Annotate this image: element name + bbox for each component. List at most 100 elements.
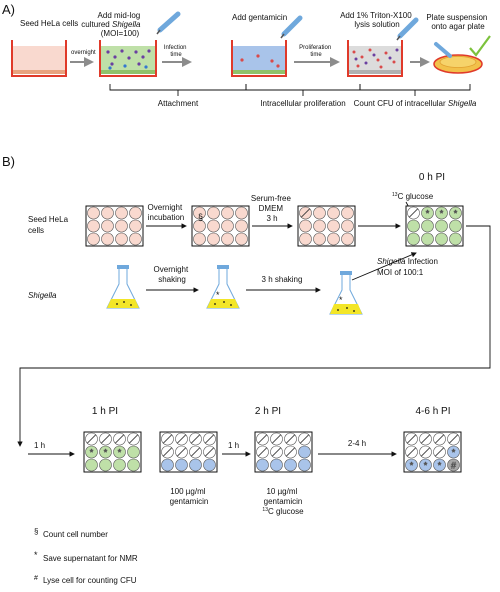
plate-well bbox=[235, 219, 248, 233]
plate-gent-100 bbox=[159, 431, 218, 473]
legend-symbol: # bbox=[34, 575, 38, 582]
seed-hela-cells-label: Seed HeLa cells bbox=[28, 215, 70, 235]
infection-time-label: Infection time bbox=[164, 45, 188, 58]
plate-well bbox=[419, 458, 432, 472]
plate-well bbox=[99, 445, 112, 459]
plate-well bbox=[129, 232, 142, 246]
plate-zero-h: *** bbox=[405, 205, 464, 247]
flask-overnight bbox=[106, 265, 140, 309]
empty-well-slash bbox=[407, 434, 416, 444]
plate-two-h bbox=[254, 431, 313, 473]
overnight-incubation-label: Overnight incubation bbox=[148, 203, 185, 222]
plate-well bbox=[175, 458, 188, 472]
infection-arrow bbox=[351, 252, 417, 281]
empty-well-slash bbox=[409, 208, 418, 218]
overnight-shaking-label: Overnight shaking bbox=[154, 265, 191, 284]
step-1h-arrow-a: 1 h bbox=[28, 441, 75, 457]
panel-b-label: B) bbox=[2, 154, 15, 169]
empty-well-slash bbox=[286, 447, 295, 457]
plate-well bbox=[327, 232, 340, 246]
plate-well bbox=[129, 219, 142, 233]
plate-well bbox=[193, 232, 206, 246]
empty-well-slash bbox=[163, 447, 172, 457]
plate-well bbox=[298, 458, 311, 472]
plate-well bbox=[207, 232, 220, 246]
plate-well bbox=[341, 219, 354, 233]
plate-one-h: *** bbox=[83, 431, 142, 473]
empty-well-slash bbox=[115, 434, 124, 444]
plate-well bbox=[189, 458, 202, 472]
dish-lysis bbox=[347, 17, 419, 77]
plate-well bbox=[447, 458, 460, 472]
step-2-4h-arrow: 2-4 h bbox=[318, 439, 397, 457]
plate-well bbox=[129, 206, 142, 220]
well-star-mark: * bbox=[440, 209, 444, 219]
dish-infected bbox=[99, 11, 181, 77]
add-gentamicin-label: Add gentamicin bbox=[232, 13, 287, 22]
empty-well-slash bbox=[258, 434, 267, 444]
shigella-infection-label: Shigella Infection bbox=[377, 257, 438, 266]
plate-serum-free bbox=[297, 205, 356, 247]
two-h-pi-label: 2 h PI bbox=[255, 406, 281, 417]
three-h-shaking-arrow: 3 h shaking bbox=[246, 275, 321, 293]
empty-well-slash bbox=[191, 447, 200, 457]
overnight-label: overnight bbox=[71, 50, 96, 56]
plate-well bbox=[203, 458, 216, 472]
plate-hela-counted: § bbox=[191, 205, 250, 247]
legend-item-section: § Count cell number bbox=[34, 527, 108, 539]
three-h-shaking-label: 3 h shaking bbox=[262, 275, 303, 284]
plate-hela bbox=[85, 205, 144, 247]
empty-well-slash bbox=[191, 434, 200, 444]
plate-well bbox=[115, 219, 128, 233]
plate-well bbox=[193, 206, 206, 220]
empty-well-slash bbox=[258, 447, 267, 457]
count-cfu-label: Count CFU of intracellular Shigella bbox=[354, 99, 477, 108]
plate-well bbox=[341, 206, 354, 220]
gent-10-label: 10 µg/ml gentamicin bbox=[264, 487, 303, 506]
plate-well bbox=[449, 206, 462, 220]
plate-well bbox=[433, 458, 446, 472]
flask-star: * bbox=[216, 290, 220, 300]
panel-a-label: A) bbox=[2, 2, 15, 17]
empty-well-slash bbox=[300, 434, 309, 444]
well-star-mark: * bbox=[90, 448, 94, 458]
well-star-mark: * bbox=[438, 461, 442, 471]
proliferation-time-label: Proliferation time bbox=[299, 45, 333, 58]
step-1h-arrow-b: 1 h bbox=[222, 441, 251, 457]
plate-well bbox=[221, 206, 234, 220]
shigella-label: Shigella bbox=[28, 291, 57, 300]
plate-well bbox=[221, 232, 234, 246]
plate-well bbox=[327, 219, 340, 233]
plate-well bbox=[299, 219, 312, 233]
well-star-mark: * bbox=[424, 461, 428, 471]
intracellular-proliferation-label: Intracellular proliferation bbox=[260, 99, 345, 108]
plate-well bbox=[207, 219, 220, 233]
step-1h-label-a: 1 h bbox=[34, 441, 45, 450]
empty-well-slash bbox=[286, 434, 295, 444]
plate-four-six-h: ****# bbox=[403, 431, 462, 473]
plate-well bbox=[313, 206, 326, 220]
legend-text: Lyse cell for counting CFU bbox=[43, 576, 137, 585]
empty-well-slash bbox=[101, 434, 110, 444]
gent-10-glucose-label: 13C glucose bbox=[262, 507, 304, 516]
plate-well bbox=[207, 206, 220, 220]
seed-hela-label: Seed HeLa cells bbox=[20, 19, 78, 28]
gent-100-label: 100 µg/ml gentamicin bbox=[170, 487, 209, 506]
attachment-label: Attachment bbox=[158, 99, 199, 108]
plate-well bbox=[113, 458, 126, 472]
empty-well-slash bbox=[272, 434, 281, 444]
plate-well bbox=[298, 445, 311, 459]
legend-text: Count cell number bbox=[43, 530, 108, 539]
empty-well-slash bbox=[272, 447, 281, 457]
dish-hela bbox=[11, 40, 67, 77]
dish-gentamicin bbox=[231, 15, 303, 77]
empty-well-slash bbox=[87, 434, 96, 444]
legend: § Count cell number * Save supernatant f… bbox=[34, 527, 138, 585]
empty-well-slash bbox=[129, 434, 138, 444]
plate-well bbox=[87, 206, 100, 220]
add-triton-label: Add 1% Triton-X100 lysis solution bbox=[340, 11, 414, 29]
plate-well bbox=[235, 206, 248, 220]
infection-time-arrow: Infection time bbox=[162, 45, 192, 67]
plate-well bbox=[447, 445, 460, 459]
